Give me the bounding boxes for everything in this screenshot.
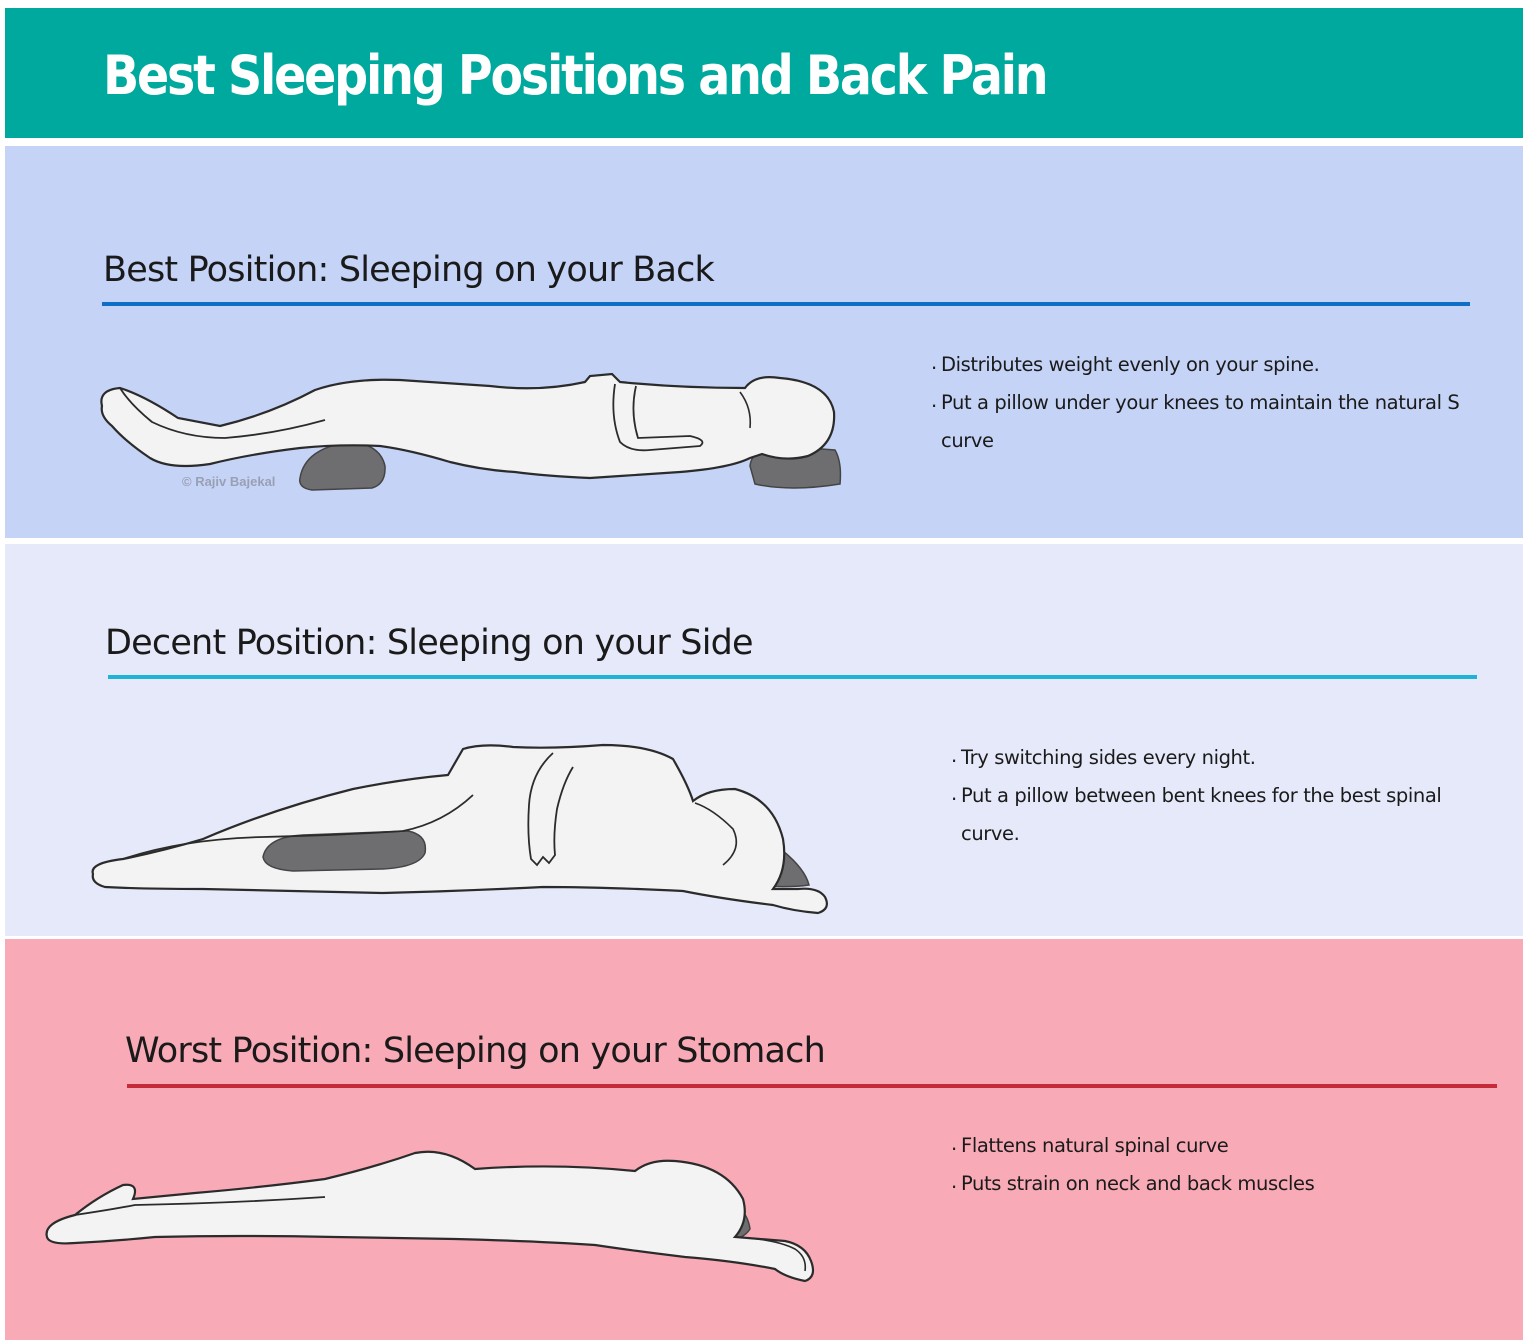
back-sleeping-illustration: © Rajiv Bajekal [90,366,860,496]
side-sleeping-illustration [83,739,843,924]
page-title: Best Sleeping Positions and Back Pain [103,44,1049,107]
stomach-sleeping-illustration [35,1149,825,1294]
section-back: Best Position: Sleeping on your Back © R… [5,146,1523,538]
bullet-list-back: Distributes weight evenly on your spine.… [931,344,1471,460]
image-credit: © Rajiv Bajekal [182,474,275,489]
bullet-list-stomach: Flattens natural spinal curve Puts strai… [951,1125,1471,1203]
bullet-item: Puts strain on neck and back muscles [951,1163,1471,1203]
section-title-stomach: Worst Position: Sleeping on your Stomach [125,1031,826,1071]
bullet-item: Put a pillow under your knees to maintai… [931,382,1471,460]
bullet-item: Put a pillow between bent knees for the … [951,775,1471,853]
section-divider-stomach [127,1084,1497,1088]
header-banner: Best Sleeping Positions and Back Pain [5,8,1523,138]
section-divider-back [102,302,1470,306]
bullet-list-side: Try switching sides every night. Put a p… [951,737,1471,853]
section-side: Decent Position: Sleeping on your Side T… [5,544,1523,936]
section-divider-side [108,675,1477,679]
section-stomach: Worst Position: Sleeping on your Stomach… [5,939,1523,1340]
bullet-item: Distributes weight evenly on your spine. [931,344,1471,384]
bullet-item: Try switching sides every night. [951,737,1471,777]
section-title-side: Decent Position: Sleeping on your Side [105,623,754,663]
bullet-item: Flattens natural spinal curve [951,1125,1471,1165]
section-title-back: Best Position: Sleeping on your Back [103,250,715,290]
